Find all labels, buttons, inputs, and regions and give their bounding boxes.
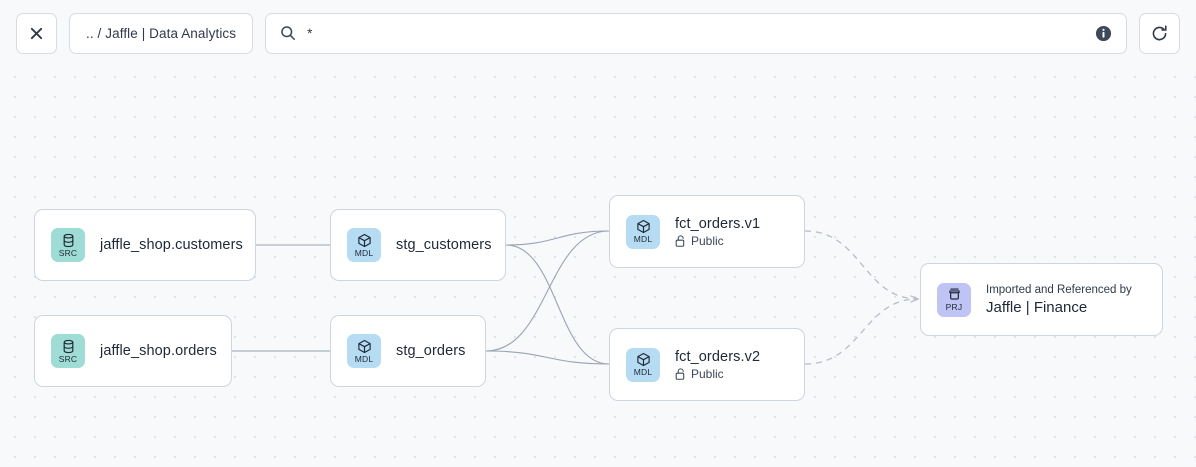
node-title: fct_orders.v1 <box>675 215 761 232</box>
breadcrumb-button[interactable]: .. / Jaffle | Data Analytics <box>69 12 254 54</box>
node-badge-src: SRC <box>51 334 85 368</box>
node-visibility-label: Public <box>691 233 724 248</box>
cube-icon <box>357 233 371 247</box>
cube-icon <box>636 219 650 234</box>
node-stg-orders[interactable]: MDL stg_orders <box>330 315 486 387</box>
node-title: jaffle_shop.customers <box>100 237 243 253</box>
node-badge-code: PRJ <box>945 302 963 312</box>
refresh-button[interactable] <box>1139 12 1180 54</box>
node-badge-prj: PRJ <box>937 282 971 317</box>
search-input[interactable] <box>307 13 1084 53</box>
node-badge-code: MDL <box>354 247 374 258</box>
unlock-icon <box>675 367 685 380</box>
edge-fct-v2-to-project <box>804 299 918 365</box>
refresh-icon <box>1152 24 1167 40</box>
edge-stg-orders-to-fct-v2 <box>485 350 610 365</box>
close-button[interactable] <box>16 12 57 54</box>
toolbar: .. / Jaffle | Data Analytics <box>0 0 1196 66</box>
database-icon <box>63 233 73 247</box>
node-body: stg_orders <box>396 343 466 359</box>
edge-stg-customers-to-fct-v2 <box>505 244 610 365</box>
edge-stg-customers-to-fct-v1 <box>505 230 610 246</box>
node-kicker: Imported and Referenced by <box>986 283 1132 296</box>
node-badge-mdl: MDL <box>626 214 660 249</box>
node-body: fct_orders.v1 Public <box>675 216 760 248</box>
node-title: jaffle_shop.orders <box>100 343 217 359</box>
node-title: stg_customers <box>396 237 492 253</box>
node-badge-code: MDL <box>354 353 374 364</box>
node-badge-code: SRC <box>58 247 78 258</box>
node-body: stg_customers <box>396 237 492 253</box>
node-badge-code: MDL <box>633 367 653 377</box>
edge-fct-v1-to-project <box>804 230 918 299</box>
breadcrumb: .. / Jaffle | Data Analytics <box>86 25 237 41</box>
node-src-customers[interactable]: SRC jaffle_shop.customers <box>34 209 256 281</box>
close-icon <box>30 27 43 39</box>
node-badge-mdl: MDL <box>626 347 660 382</box>
cube-icon <box>636 352 650 367</box>
database-icon <box>63 339 73 353</box>
node-fct-orders-v1[interactable]: MDL fct_orders.v1 Public <box>609 195 805 268</box>
search-icon <box>281 26 296 40</box>
node-title: fct_orders.v2 <box>675 348 761 365</box>
node-badge-src: SRC <box>51 228 85 262</box>
node-title: stg_orders <box>396 343 466 359</box>
info-icon[interactable] <box>1095 25 1112 42</box>
node-badge-code: MDL <box>633 234 653 244</box>
node-visibility: Public <box>675 234 760 248</box>
node-visibility-label: Public <box>691 366 724 381</box>
node-body: fct_orders.v2 Public <box>675 349 760 381</box>
node-stg-customers[interactable]: MDL stg_customers <box>330 209 506 281</box>
node-body: jaffle_shop.orders <box>100 343 217 359</box>
node-visibility: Public <box>675 367 760 381</box>
node-badge-code: SRC <box>58 353 78 364</box>
node-src-orders[interactable]: SRC jaffle_shop.orders <box>34 315 232 387</box>
node-body: jaffle_shop.customers <box>100 237 243 253</box>
node-badge-mdl: MDL <box>347 334 381 368</box>
node-body: Imported and Referenced by Jaffle | Fina… <box>986 284 1132 316</box>
cube-icon <box>357 339 371 353</box>
node-title: Jaffle | Finance <box>986 298 1088 316</box>
unlock-icon <box>675 234 685 247</box>
node-project-jaffle-finance[interactable]: PRJ Imported and Referenced by Jaffle | … <box>920 263 1163 336</box>
project-box-icon <box>948 288 960 300</box>
node-badge-mdl: MDL <box>347 228 381 262</box>
search-box[interactable] <box>265 12 1127 54</box>
node-fct-orders-v2[interactable]: MDL fct_orders.v2 Public <box>609 328 805 401</box>
